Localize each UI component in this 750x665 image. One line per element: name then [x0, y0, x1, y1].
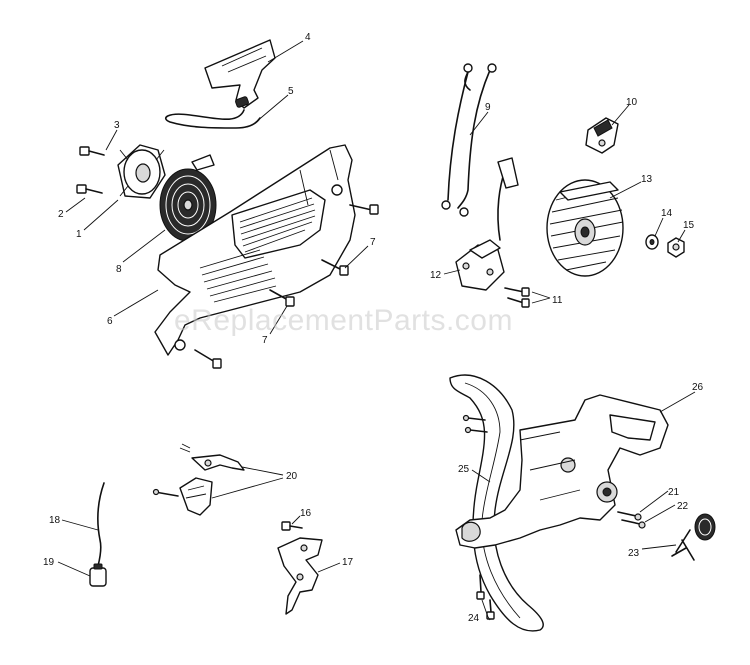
throttle-lever [179, 443, 245, 471]
screw-7-upper [349, 204, 379, 215]
ignition-wires [441, 63, 497, 217]
callout-12: 12 [430, 270, 442, 281]
starter-cover [154, 144, 356, 356]
screws-11 [504, 287, 530, 308]
callout-13: 13 [641, 174, 653, 185]
callout-6: 6 [107, 316, 113, 327]
screws-24 [476, 574, 495, 620]
throttle-trigger [152, 477, 213, 516]
screw-cover-bottom [194, 349, 222, 369]
callout-11: 11 [552, 295, 563, 306]
callout-18: 18 [49, 515, 61, 526]
callout-24: 24 [468, 613, 480, 624]
callout-14: 14 [661, 208, 673, 219]
callout-2: 2 [58, 209, 64, 220]
callout-25: 25 [458, 464, 470, 475]
starter-handle [204, 39, 276, 109]
callout-15: 15 [683, 220, 695, 231]
callout-5: 5 [288, 86, 294, 97]
screw-16 [281, 521, 303, 531]
screw-22 [621, 519, 646, 529]
nut-15 [667, 237, 685, 258]
callout-26: 26 [692, 382, 704, 393]
callout-20: 20 [286, 471, 298, 482]
callout-7-right: 7 [370, 237, 376, 248]
screw-2 [76, 184, 103, 194]
spring-clip-23 [671, 513, 716, 561]
callout-9: 9 [485, 102, 491, 113]
callout-23: 23 [628, 548, 640, 559]
rear-handle-housing [455, 394, 669, 549]
callout-7-center: 7 [262, 335, 268, 346]
callout-21: 21 [668, 487, 680, 498]
starter-rope [165, 109, 261, 129]
callout-3: 3 [114, 120, 120, 131]
washer-14 [645, 234, 659, 250]
callout-16: 16 [300, 508, 312, 519]
fuel-line [97, 482, 105, 567]
callout-22: 22 [677, 501, 689, 512]
starter-pulley [117, 144, 166, 199]
screw-7-right [321, 259, 349, 276]
callout-8: 8 [116, 264, 122, 275]
screws-26 [462, 414, 488, 434]
flywheel [546, 179, 624, 277]
watermark: eReplacementParts.com [174, 304, 513, 337]
fuel-filter [89, 563, 107, 587]
screw-7-center [269, 289, 295, 307]
callout-19: 19 [43, 557, 55, 568]
leader-lines [57, 40, 696, 621]
callout-10: 10 [626, 97, 638, 108]
callout-4: 4 [305, 32, 311, 43]
ignition-module [455, 157, 519, 291]
callout-17: 17 [342, 557, 354, 568]
screw-3 [79, 146, 105, 156]
screw-21 [617, 511, 642, 521]
callout-1: 1 [76, 229, 82, 240]
rewind-spring [159, 154, 217, 242]
stop-switch [585, 117, 619, 154]
bracket-17 [277, 537, 323, 615]
